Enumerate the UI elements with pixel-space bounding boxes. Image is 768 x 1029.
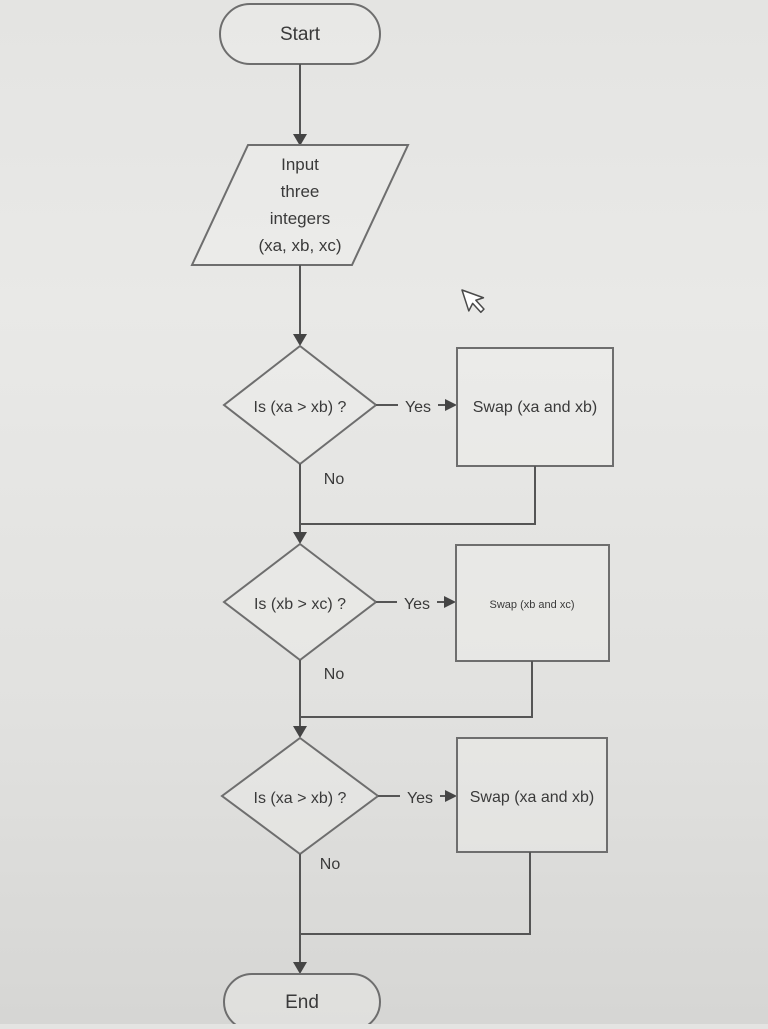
arrowhead	[293, 134, 307, 146]
arrowhead	[445, 399, 457, 411]
start-terminal: Start	[219, 3, 381, 65]
decision-1: Is (xa > xb) ? Yes Swap (xa and xb) No	[222, 344, 614, 488]
merge-line-3	[300, 852, 531, 935]
input-parallelogram	[190, 144, 410, 266]
input-line-2: three	[281, 182, 320, 201]
input-line-4: (xa, xb, xc)	[258, 236, 341, 255]
decision-2-action-box	[455, 544, 610, 662]
decision-3-no-label: No	[320, 856, 341, 873]
arrowhead	[293, 334, 307, 346]
decision-2-no-label: No	[324, 666, 345, 683]
decision-2-yes-label: Yes	[404, 596, 430, 613]
arrowhead	[293, 726, 307, 738]
merge-line-2	[300, 661, 533, 718]
decision-2: Is (xb > xc) ? Yes Swap (xb and xc) No	[222, 542, 610, 683]
decision-1-yes-label: Yes	[405, 399, 431, 416]
decision-1-no-label: No	[324, 471, 345, 488]
end-terminal: End	[223, 973, 381, 1029]
end-terminal-shape	[223, 973, 381, 1029]
decision-3: Is (xa > xb) ? Yes Swap (xa and xb) No	[220, 736, 608, 873]
merge-line-1	[300, 466, 536, 525]
decision-2-question: Is (xb > xc) ?	[254, 596, 346, 613]
input-line-1: Input	[281, 155, 319, 174]
arrowhead	[293, 962, 307, 974]
mouse-pointer-icon	[461, 289, 485, 314]
decision-1-question: Is (xa > xb) ?	[254, 399, 347, 416]
decision-3-question: Is (xa > xb) ?	[254, 790, 347, 807]
decision-1-action: Swap (xa and xb)	[473, 399, 598, 416]
end-label: End	[285, 992, 319, 1013]
arrowhead	[293, 532, 307, 544]
decision-2-action: Swap (xb and xc)	[490, 599, 575, 611]
arrowhead	[444, 596, 456, 608]
start-label: Start	[280, 24, 321, 45]
arrowhead	[445, 790, 457, 802]
input-block: Input three integers (xa, xb, xc)	[190, 144, 410, 266]
decision-3-action: Swap (xa and xb)	[470, 789, 595, 806]
decision-3-action-box	[456, 737, 608, 853]
decision-3-yes-label: Yes	[407, 790, 433, 807]
input-line-3: integers	[270, 209, 330, 228]
